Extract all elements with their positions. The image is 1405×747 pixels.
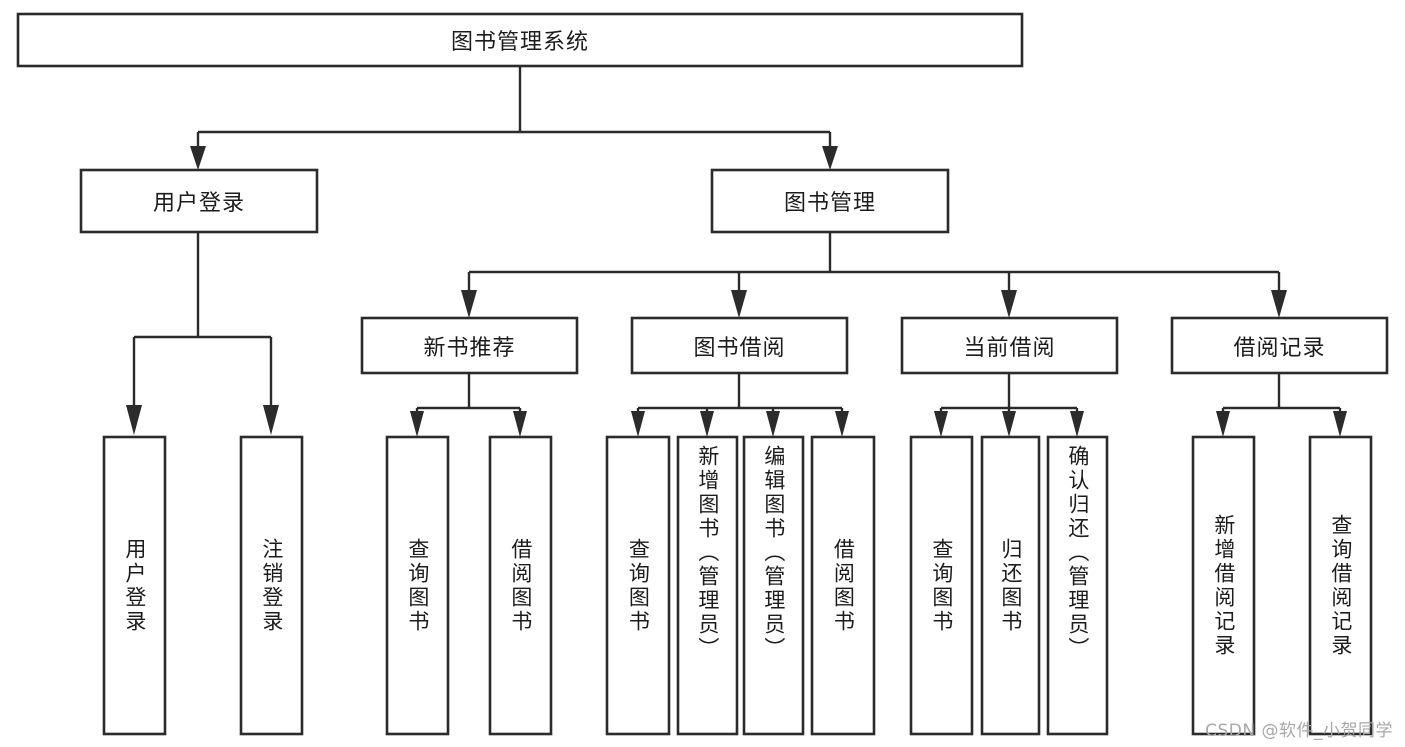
node-borrow[interactable] <box>630 316 849 375</box>
arrow-root-to-user-login <box>190 146 206 170</box>
leaf-box-new-book-1[interactable] <box>488 435 553 736</box>
arrow-user-login-to-leaf-1 <box>263 405 279 435</box>
arrow-book-mgmt-to-current <box>1001 290 1017 318</box>
arrow-record-to-leaf-1 <box>1333 411 1347 437</box>
leaf-box-borrow-1[interactable] <box>676 435 739 736</box>
arrow-new-book-to-leaf-0 <box>410 411 424 437</box>
node-root[interactable] <box>16 12 1024 68</box>
leaf-box-current-1[interactable] <box>980 435 1041 736</box>
arrow-borrow-to-leaf-1 <box>700 411 714 437</box>
arrow-book-mgmt-to-new-book <box>461 290 477 318</box>
leaf-box-borrow-2[interactable] <box>742 435 805 736</box>
leaf-box-user-login-0[interactable] <box>102 435 167 736</box>
leaf-box-borrow-3[interactable] <box>810 435 876 736</box>
connector-group-root <box>190 66 838 170</box>
connector-group-borrow <box>631 373 849 437</box>
arrow-record-to-leaf-0 <box>1216 411 1230 437</box>
node-book-mgmt[interactable] <box>710 168 950 234</box>
arrow-borrow-to-leaf-3 <box>835 411 849 437</box>
node-new-book[interactable] <box>360 316 579 375</box>
connector-group-record <box>1216 373 1347 437</box>
arrow-borrow-to-leaf-0 <box>631 411 645 437</box>
leaf-box-current-0[interactable] <box>909 435 974 736</box>
connector-group-current <box>934 373 1084 437</box>
leaf-box-current-2[interactable] <box>1046 435 1109 736</box>
arrow-root-to-book-mgmt <box>822 146 838 170</box>
arrow-current-to-leaf-0 <box>934 411 948 437</box>
leaf-box-borrow-0[interactable] <box>605 435 671 736</box>
connector-group-book-mgmt <box>461 232 1287 318</box>
leaf-box-record-1[interactable] <box>1308 435 1373 736</box>
node-record[interactable] <box>1170 316 1389 375</box>
connector-group-new-book <box>410 373 527 437</box>
arrow-book-mgmt-to-record <box>1271 290 1287 318</box>
csdn-watermark: CSDN @软件_小贺同学 <box>1205 721 1393 741</box>
arrow-borrow-to-leaf-2 <box>766 411 780 437</box>
leaf-box-new-book-0[interactable] <box>385 435 450 736</box>
arrow-book-mgmt-to-borrow <box>731 290 747 318</box>
arrow-user-login-to-leaf-0 <box>126 405 142 435</box>
leaf-box-record-0[interactable] <box>1191 435 1256 736</box>
arrow-current-to-leaf-2 <box>1070 411 1084 437</box>
node-user-login[interactable] <box>79 168 319 234</box>
arrow-current-to-leaf-1 <box>1002 411 1016 437</box>
leaf-box-user-login-1[interactable] <box>239 435 304 736</box>
node-current[interactable] <box>900 316 1119 375</box>
arrow-new-book-to-leaf-1 <box>513 411 527 437</box>
connector-group-user-login <box>126 232 279 435</box>
